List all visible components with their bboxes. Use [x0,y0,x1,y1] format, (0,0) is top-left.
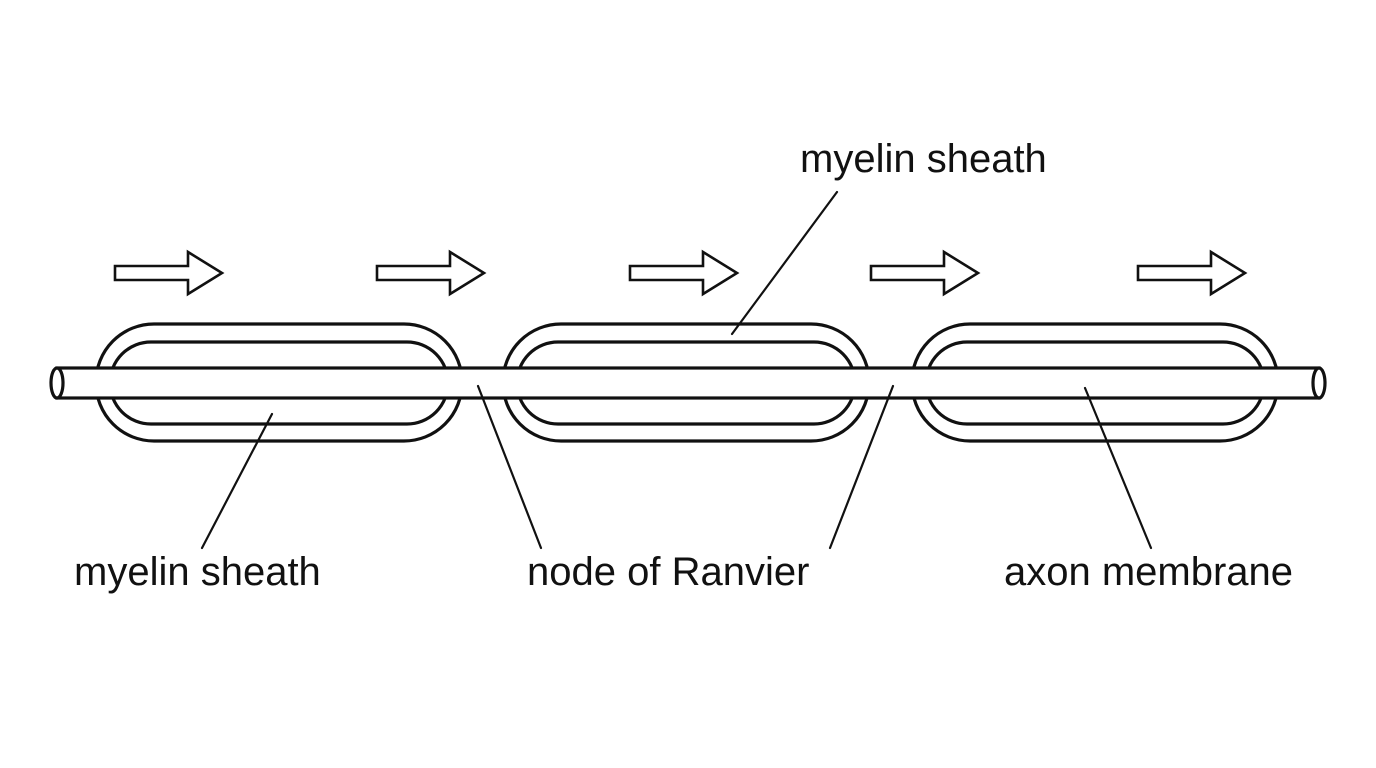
leader-node-of-ranvier-left [476,384,543,550]
impulse-arrows [113,249,1248,297]
axon-right-end [1311,366,1327,400]
impulse-arrow-2 [375,249,487,297]
leader-lines [200,190,1153,550]
axon [49,366,1327,400]
label-node-of-ranvier: node of Ranvier [527,550,809,594]
label-myelin-sheath-bottom: myelin sheath [74,550,321,594]
label-axon-membrane: axon membrane [1004,550,1293,594]
impulse-arrow-3 [628,249,740,297]
impulse-arrow-5 [1136,249,1248,297]
axon-left-end [49,366,65,400]
leader-axon-membrane [1083,386,1153,550]
labels: myelin sheath myelin sheath node of Ranv… [74,137,1293,594]
label-myelin-sheath-top: myelin sheath [800,137,1047,181]
leader-myelin-sheath-top [730,190,839,336]
leader-myelin-sheath-bottom [200,412,274,550]
impulse-arrow-4 [869,249,981,297]
impulse-arrow-1 [113,249,225,297]
leader-node-of-ranvier-right [828,384,895,550]
